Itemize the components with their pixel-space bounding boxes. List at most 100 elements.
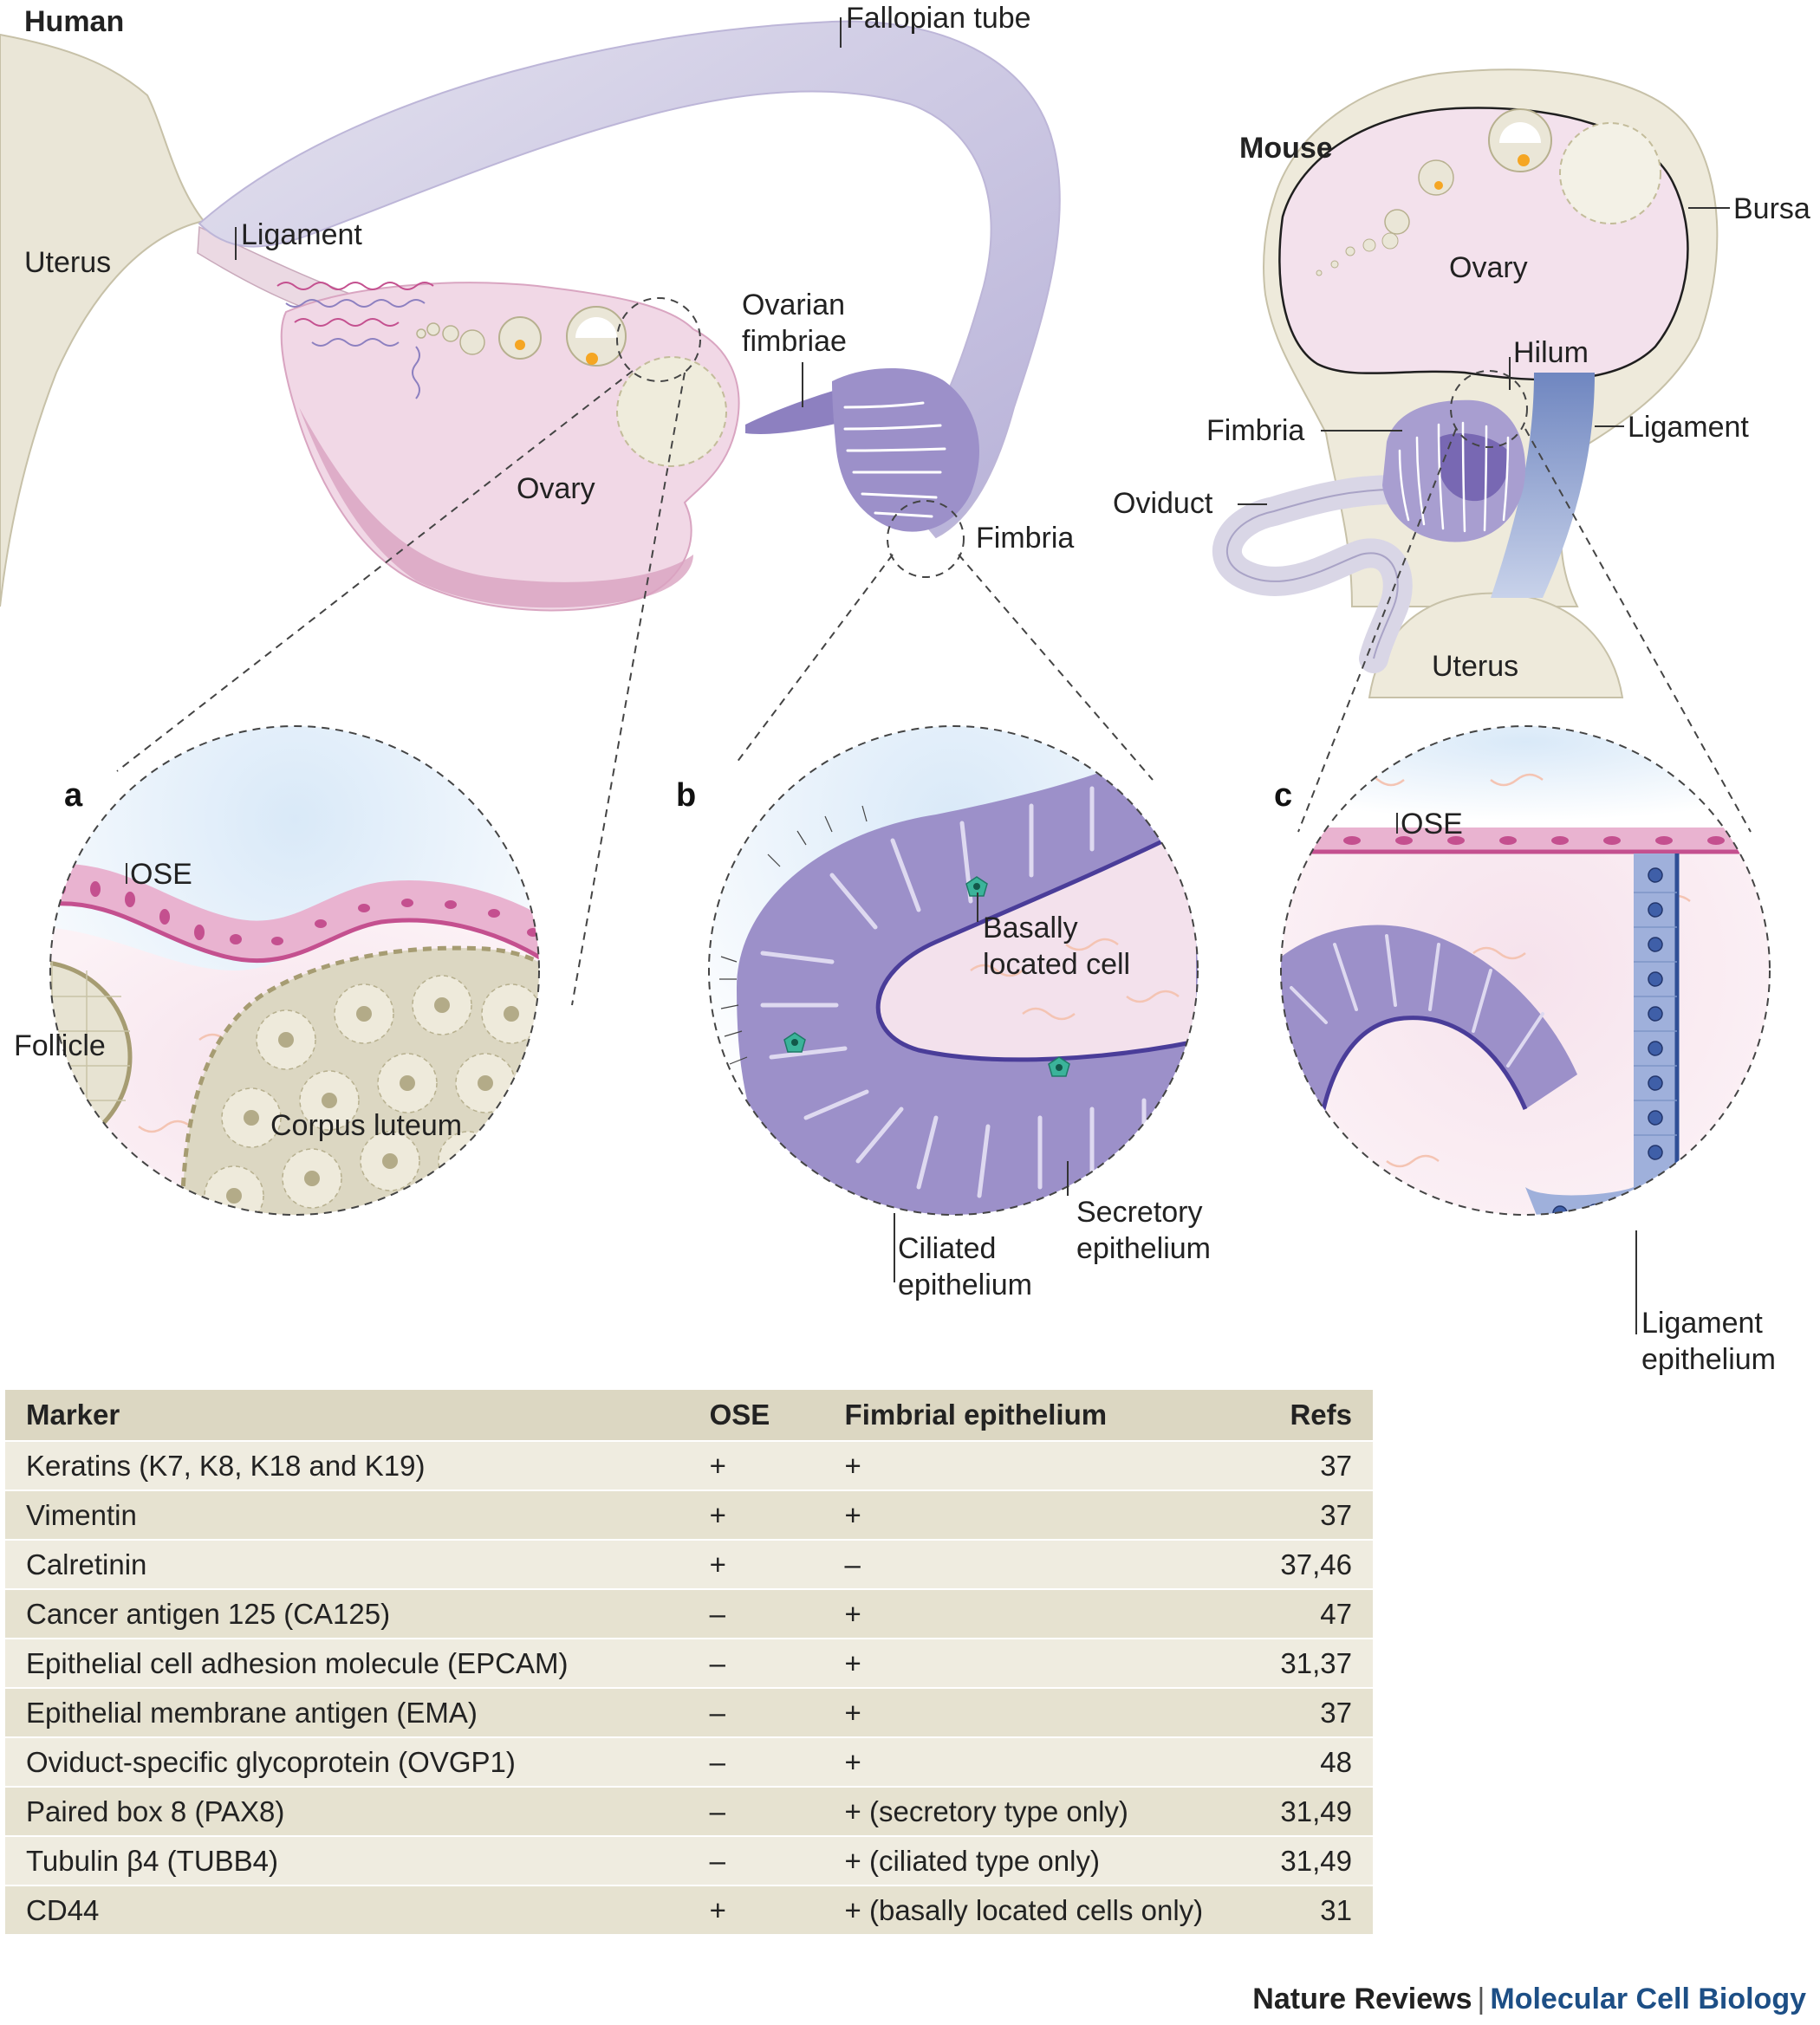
cell-refs: 47 xyxy=(1259,1588,1373,1639)
cell-marker: Epithelial cell adhesion molecule (EPCAM… xyxy=(5,1638,689,1688)
label-mouse-fimbria: Fimbria xyxy=(1206,414,1304,447)
human-ovary-underside xyxy=(299,407,693,608)
cell-fimbrial: + xyxy=(823,1490,1260,1540)
cell-refs: 31,37 xyxy=(1259,1638,1373,1688)
table-row: Epithelial membrane antigen (EMA) – + 37 xyxy=(5,1687,1373,1737)
cell-ose: + xyxy=(688,1539,824,1589)
cell-refs: 31,49 xyxy=(1259,1835,1373,1885)
panel-a xyxy=(49,725,540,1216)
table-row: Cancer antigen 125 (CA125) – + 47 xyxy=(5,1588,1373,1639)
mouse-ligament xyxy=(1491,373,1595,598)
panel-c-letter: c xyxy=(1274,777,1292,814)
cell-fimbrial: + xyxy=(823,1687,1260,1737)
table-row: Tubulin β4 (TUBB4) – + (ciliated type on… xyxy=(5,1835,1373,1885)
footer-subjournal: Molecular Cell Biology xyxy=(1490,1983,1806,2015)
mouse-follicles xyxy=(1316,108,1661,276)
label-secretory-line1: Secretory xyxy=(1076,1196,1203,1229)
label-ciliated-line2: epithelium xyxy=(898,1269,1032,1301)
cell-marker: Epithelial membrane antigen (EMA) xyxy=(5,1687,689,1737)
cell-ose: – xyxy=(688,1786,824,1836)
footer-journal: Nature Reviews xyxy=(1252,1983,1472,2015)
cell-ose: – xyxy=(688,1588,824,1639)
header-fimbrial: Fimbrial epithelium xyxy=(823,1390,1260,1441)
cell-refs: 37,46 xyxy=(1259,1539,1373,1589)
mouse-fimbria xyxy=(1382,399,1525,542)
cell-fimbrial: – xyxy=(823,1539,1260,1589)
label-secretory-line2: epithelium xyxy=(1076,1232,1211,1265)
panel-c-ose-layer xyxy=(1281,828,1770,852)
cell-fimbrial: + (ciliated type only) xyxy=(823,1835,1260,1885)
header-refs: Refs xyxy=(1259,1390,1373,1441)
label-fallopian-tube: Fallopian tube xyxy=(846,2,1031,35)
cell-marker: Calretinin xyxy=(5,1539,689,1589)
panel-b-letter: b xyxy=(676,777,696,814)
human-follicles xyxy=(416,306,627,367)
label-ovarian-fimbriae-line1: Ovarian xyxy=(742,289,845,321)
human-uterus xyxy=(0,33,205,607)
label-panel-a-ose: OSE xyxy=(130,858,192,891)
cell-ose: + xyxy=(688,1440,824,1490)
cell-fimbrial: + xyxy=(823,1588,1260,1639)
mouse-title: Mouse xyxy=(1239,132,1333,165)
panel-c-ligament-epithelium xyxy=(1525,853,1677,1215)
label-basal-line2: located cell xyxy=(983,948,1130,981)
cell-marker: CD44 xyxy=(5,1885,689,1934)
label-human-ligament: Ligament xyxy=(241,218,362,251)
panel-b xyxy=(708,725,1199,1216)
label-mouse-bursa: Bursa xyxy=(1733,192,1810,225)
cell-refs: 37 xyxy=(1259,1440,1373,1490)
table-row: Keratins (K7, K8, K18 and K19) + + 37 xyxy=(5,1440,1373,1490)
cell-refs: 31,49 xyxy=(1259,1786,1373,1836)
header-ose: OSE xyxy=(688,1390,824,1441)
cell-fimbrial: + xyxy=(823,1736,1260,1787)
ovarian-vessels xyxy=(276,282,434,399)
label-mouse-ovary: Ovary xyxy=(1449,251,1528,284)
label-basal-line1: Basally xyxy=(983,912,1078,944)
panel-b-basal-cells xyxy=(783,876,1070,1077)
cell-fimbrial: + (basally located cells only) xyxy=(823,1885,1260,1934)
label-human-fimbria: Fimbria xyxy=(976,522,1074,555)
panel-c-fimbrial-epithelium xyxy=(1281,925,1577,1161)
cell-ose: + xyxy=(688,1885,824,1934)
label-ovarian-fimbriae-line2: fimbriae xyxy=(742,325,847,358)
header-marker: Marker xyxy=(5,1390,689,1441)
cell-fimbrial: + (secretory type only) xyxy=(823,1786,1260,1836)
label-panel-c-ose: OSE xyxy=(1401,808,1463,841)
human-fimbriae xyxy=(745,368,979,532)
zoom-connectors xyxy=(116,370,1752,1006)
mouse-anatomy xyxy=(1212,68,1719,698)
label-panel-a-corpus-luteum: Corpus luteum xyxy=(270,1109,462,1142)
label-ligament-epi-line1: Ligament xyxy=(1641,1307,1763,1340)
label-ciliated-line1: Ciliated xyxy=(898,1232,996,1265)
label-mouse-oviduct: Oviduct xyxy=(1113,487,1213,520)
table-row: Epithelial cell adhesion molecule (EPCAM… xyxy=(5,1638,1373,1688)
cell-ose: – xyxy=(688,1638,824,1688)
footer-separator: | xyxy=(1477,1983,1485,2015)
cell-marker: Oviduct-specific glycoprotein (OVGP1) xyxy=(5,1736,689,1787)
label-ligament-epi-line2: epithelium xyxy=(1641,1343,1776,1376)
label-mouse-hilum: Hilum xyxy=(1513,336,1589,369)
panel-a-letter: a xyxy=(64,777,83,814)
cell-marker: Tubulin β4 (TUBB4) xyxy=(5,1835,689,1885)
cell-fimbrial: + xyxy=(823,1638,1260,1688)
cell-marker: Cancer antigen 125 (CA125) xyxy=(5,1588,689,1639)
journal-footer: Nature Reviews|Molecular Cell Biology xyxy=(1252,1983,1806,2016)
fallopian-tube xyxy=(198,20,1061,539)
label-mouse-uterus: Uterus xyxy=(1432,650,1518,683)
table-row: CD44 + + (basally located cells only) 31 xyxy=(5,1885,1373,1934)
cell-refs: 37 xyxy=(1259,1490,1373,1540)
cell-ose: + xyxy=(688,1490,824,1540)
human-corpus-luteum xyxy=(616,356,727,467)
cell-refs: 37 xyxy=(1259,1687,1373,1737)
table-row: Paired box 8 (PAX8) – + (secretory type … xyxy=(5,1786,1373,1836)
cell-ose: – xyxy=(688,1835,824,1885)
cell-marker: Paired box 8 (PAX8) xyxy=(5,1786,689,1836)
table-row: Oviduct-specific glycoprotein (OVGP1) – … xyxy=(5,1736,1373,1787)
human-anatomy xyxy=(0,20,1061,612)
label-mouse-ligament: Ligament xyxy=(1628,411,1749,444)
marker-table: Marker OSE Fimbrial epithelium Refs Kera… xyxy=(5,1390,1373,1934)
cell-marker: Keratins (K7, K8, K18 and K19) xyxy=(5,1440,689,1490)
table-header-row: Marker OSE Fimbrial epithelium Refs xyxy=(5,1390,1373,1441)
anatomy-figure: Human Fallopian tube Uterus Ligament Ova… xyxy=(0,2,1810,1376)
table-row: Calretinin + – 37,46 xyxy=(5,1539,1373,1589)
